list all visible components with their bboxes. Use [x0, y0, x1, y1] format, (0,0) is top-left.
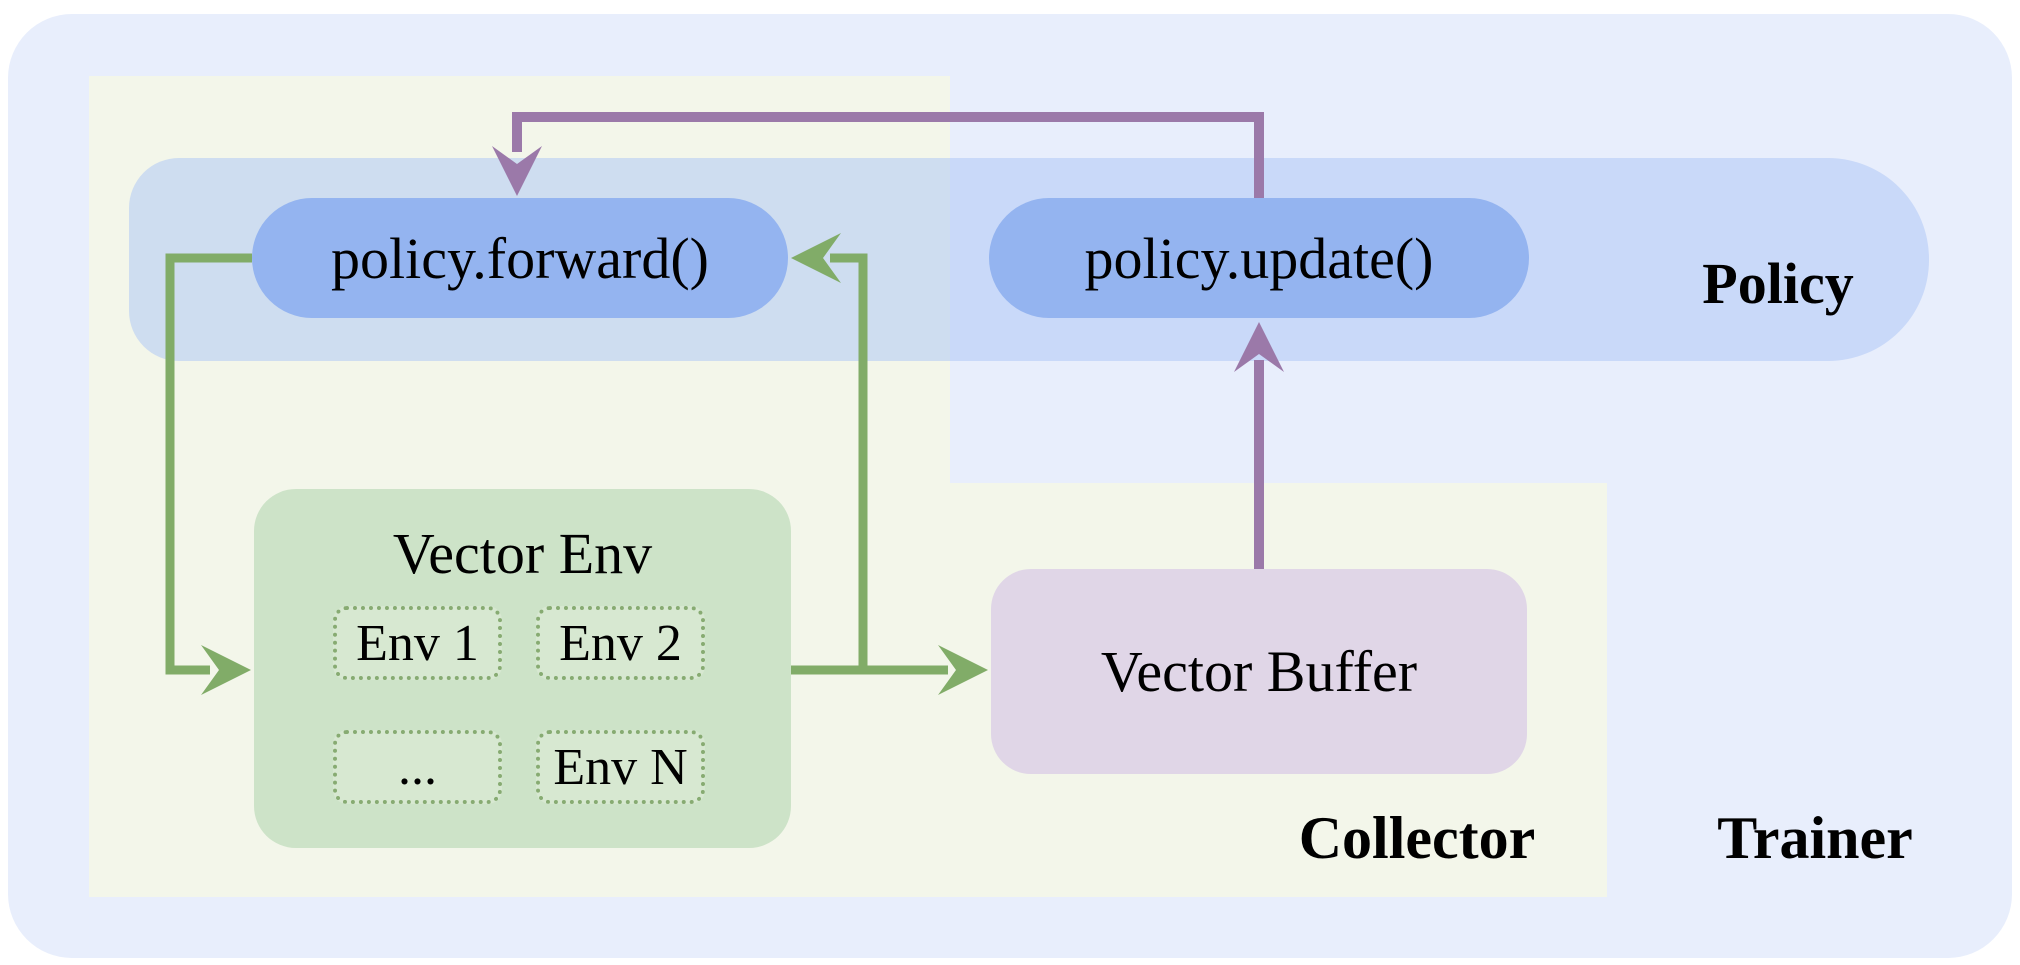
collector-region-label: Collector: [1298, 804, 1536, 871]
vector-buffer-node: Vector Buffer: [991, 569, 1527, 774]
vector-env-node: Vector Env Env 1 Env 2 ... Env N: [254, 489, 791, 848]
policy-update-label: policy.update(): [1084, 225, 1434, 291]
policy-forward-label: policy.forward(): [331, 225, 709, 291]
env-n-label: Env N: [553, 738, 688, 796]
policy-region-label: Policy: [1702, 250, 1854, 316]
env-ellipsis-label: ...: [398, 738, 437, 796]
env-1-cell: Env 1: [333, 606, 502, 680]
env-ellipsis-cell: ...: [333, 730, 502, 804]
policy-forward-node: policy.forward(): [252, 198, 788, 318]
env-1-label: Env 1: [356, 614, 479, 672]
vector-buffer-label: Vector Buffer: [1100, 639, 1418, 704]
policy-update-node: policy.update(): [989, 198, 1529, 318]
env-n-cell: Env N: [536, 730, 705, 804]
env-2-cell: Env 2: [536, 606, 705, 680]
env-2-label: Env 2: [559, 614, 682, 672]
trainer-region-label: Trainer: [1717, 804, 1913, 871]
vector-env-title: Vector Env: [392, 520, 653, 586]
